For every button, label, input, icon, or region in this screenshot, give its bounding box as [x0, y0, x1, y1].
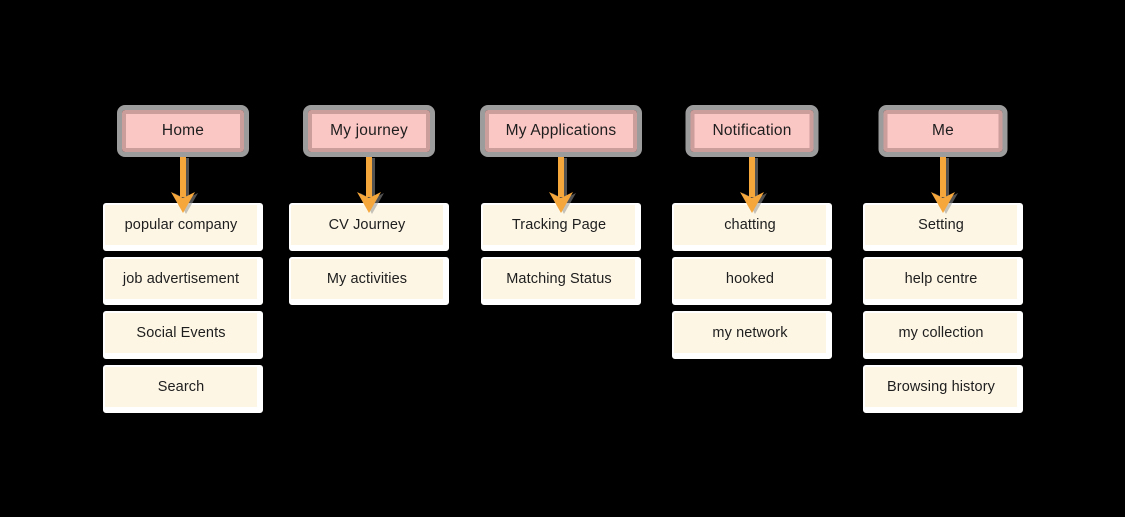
nav-item-label: My activities: [326, 271, 408, 287]
tab-home[interactable]: Home: [117, 105, 249, 157]
nav-item-label: chatting: [724, 217, 776, 233]
arrow-down-icon: [549, 157, 573, 213]
tab-me-face: Me: [883, 110, 1003, 152]
tab-my-applications-face: My Applications: [485, 110, 637, 152]
tab-label: Notification: [712, 122, 792, 139]
nav-item-label: Matching Status: [506, 271, 612, 287]
nav-item-label: my network: [712, 325, 788, 341]
nav-item-help-centre[interactable]: help centre: [863, 257, 1023, 305]
nav-item-matching-status[interactable]: Matching Status: [481, 257, 641, 305]
arrow-down-icon: [171, 157, 195, 213]
nav-item-label: help centre: [904, 271, 978, 287]
arrow-down-icon: [357, 157, 381, 213]
nav-item-my-collection[interactable]: my collection: [863, 311, 1023, 359]
tab-my-journey[interactable]: My journey: [303, 105, 435, 157]
nav-item-job-advertisement[interactable]: job advertisement: [103, 257, 263, 305]
nav-item-list: Tracking Page Matching Status: [481, 203, 641, 311]
nav-item-label: popular company: [124, 217, 238, 233]
nav-item-label: my collection: [898, 325, 984, 341]
nav-item-hooked[interactable]: hooked: [672, 257, 832, 305]
nav-item-label: hooked: [725, 271, 775, 287]
tab-me[interactable]: Me: [878, 105, 1008, 157]
nav-item-my-network[interactable]: my network: [672, 311, 832, 359]
tab-my-journey-face: My journey: [308, 110, 430, 152]
nav-item-browsing-history[interactable]: Browsing history: [863, 365, 1023, 413]
tab-home-face: Home: [122, 110, 244, 152]
tab-notification[interactable]: Notification: [685, 105, 819, 157]
nav-item-cv-journey[interactable]: CV Journey: [289, 203, 449, 251]
tab-my-applications[interactable]: My Applications: [480, 105, 642, 157]
nav-item-label: Social Events: [136, 325, 226, 341]
nav-item-list: popular company job advertisement Social…: [103, 203, 263, 419]
nav-item-label: Setting: [918, 217, 964, 233]
nav-item-label: CV Journey: [328, 217, 406, 233]
arrow-down-icon: [931, 157, 955, 213]
tab-notification-face: Notification: [690, 110, 814, 152]
tab-label: My journey: [330, 122, 408, 139]
nav-item-label: Search: [157, 379, 205, 395]
nav-item-list: chatting hooked my network: [672, 203, 832, 365]
nav-item-label: job advertisement: [122, 271, 240, 287]
tab-label: My Applications: [505, 122, 617, 139]
tab-label: Home: [161, 122, 205, 139]
tab-label: Me: [932, 122, 954, 139]
arrow-down-icon: [740, 157, 764, 213]
nav-item-list: CV Journey My activities: [289, 203, 449, 311]
nav-item-label: Browsing history: [887, 379, 995, 395]
nav-item-social-events[interactable]: Social Events: [103, 311, 263, 359]
nav-item-search[interactable]: Search: [103, 365, 263, 413]
nav-item-my-activities[interactable]: My activities: [289, 257, 449, 305]
nav-item-label: Tracking Page: [511, 217, 607, 233]
nav-item-list: Setting help centre my collection Browsi…: [863, 203, 1023, 419]
